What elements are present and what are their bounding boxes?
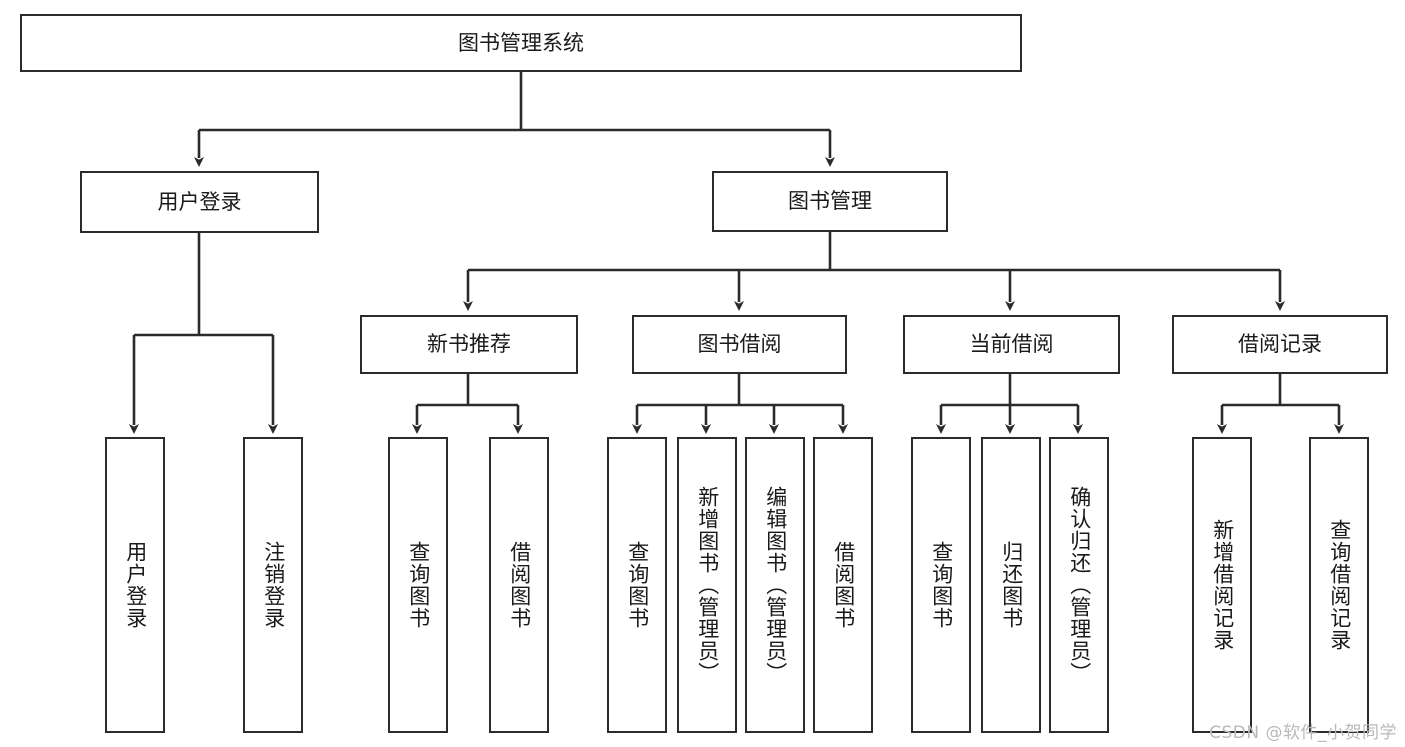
leaf-query-book-1[interactable]: 查询图书 [388,437,448,733]
node-label: 借阅图书 [831,541,856,629]
node-label: 确认归还（管理员） [1067,486,1092,684]
leaf-query-book-2[interactable]: 查询图书 [607,437,667,733]
node-label: 图书借阅 [697,332,782,357]
node-user-login[interactable]: 用户登录 [80,171,319,233]
node-book-borrow[interactable]: 图书借阅 [632,315,847,374]
node-book-manage[interactable]: 图书管理 [712,171,948,232]
node-label: 编辑图书（管理员） [763,486,788,684]
node-label: 图书管理系统 [458,30,584,55]
node-current-borrow[interactable]: 当前借阅 [903,315,1120,374]
node-label: 新增借阅记录 [1210,519,1235,651]
leaf-return-book[interactable]: 归还图书 [981,437,1041,733]
leaf-edit-book[interactable]: 编辑图书（管理员） [745,437,805,733]
leaf-add-book[interactable]: 新增图书（管理员） [677,437,737,733]
node-root-system[interactable]: 图书管理系统 [20,14,1022,72]
node-borrow-record[interactable]: 借阅记录 [1172,315,1388,374]
leaf-borrow-book-1[interactable]: 借阅图书 [489,437,549,733]
node-label: 图书管理 [788,189,872,214]
node-label: 新增图书（管理员） [695,486,720,684]
node-label: 新书推荐 [427,332,511,357]
node-label: 用户登录 [123,541,148,629]
node-label: 注销登录 [261,541,286,629]
node-label: 查询借阅记录 [1327,519,1352,651]
leaf-borrow-book-2[interactable]: 借阅图书 [813,437,873,733]
leaf-query-record[interactable]: 查询借阅记录 [1309,437,1369,733]
leaf-add-record[interactable]: 新增借阅记录 [1192,437,1252,733]
leaf-query-book-3[interactable]: 查询图书 [911,437,971,733]
node-label: 查询图书 [406,541,431,629]
leaf-confirm-return[interactable]: 确认归还（管理员） [1049,437,1109,733]
node-label: 借阅记录 [1238,332,1322,357]
leaf-logout[interactable]: 注销登录 [243,437,303,733]
node-label: 查询图书 [625,541,650,629]
node-label: 当前借阅 [969,332,1054,357]
node-label: 归还图书 [999,541,1024,629]
node-label: 查询图书 [929,541,954,629]
node-new-book-rec[interactable]: 新书推荐 [360,315,578,374]
node-label: 用户登录 [157,189,242,214]
leaf-user-login[interactable]: 用户登录 [105,437,165,733]
node-label: 借阅图书 [507,541,532,629]
